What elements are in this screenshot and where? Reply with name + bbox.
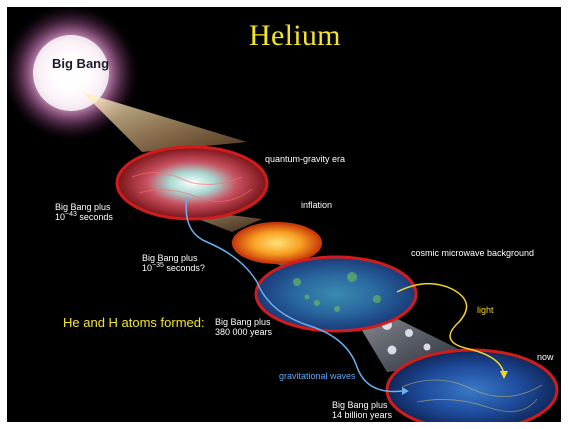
time-label-1-exponent: −43 [65, 211, 77, 218]
light-label: light [477, 305, 494, 315]
time-label-3-line2: 380 000 years [215, 327, 272, 337]
gravitational-waves-label: gravitational waves [279, 371, 356, 381]
time-label-2-exponent: −35 [152, 262, 164, 269]
time-label-3: Big Bang plus 380 000 years [215, 317, 272, 337]
time-label-4-line1: Big Bang plus [332, 400, 392, 410]
slide-title: Helium [249, 19, 341, 53]
cmb-disc [256, 257, 416, 331]
inflation-label: inflation [301, 200, 332, 210]
time-label-1: Big Bang plus 10−43 seconds [55, 202, 113, 222]
time-label-4-line2: 14 billion years [332, 410, 392, 420]
time-label-4: Big Bang plus 14 billion years [332, 400, 392, 420]
big-bang-label: Big Bang [52, 56, 109, 71]
time-label-2-base: 10 [142, 263, 152, 273]
now-label: now [537, 352, 554, 362]
time-label-1-line2: 10−43 seconds [55, 212, 113, 222]
time-label-1-base: 10 [55, 212, 65, 222]
time-label-2-line2: 10−35 seconds? [142, 263, 205, 273]
cmb-label: cosmic microwave background [411, 248, 534, 258]
time-label-1-line1: Big Bang plus [55, 202, 113, 212]
time-label-2: Big Bang plus 10−35 seconds? [142, 253, 205, 273]
time-label-3-line1: Big Bang plus [215, 317, 272, 327]
quantum-gravity-era-label: quantum-gravity era [265, 154, 345, 164]
time-label-2-unit: seconds? [164, 263, 205, 273]
now-disc [387, 350, 557, 422]
time-label-1-unit: seconds [77, 212, 113, 222]
slide: Helium Big Bang quantum-gravity era infl… [7, 7, 561, 422]
inflation-disc [233, 223, 321, 263]
he-h-atoms-formed-label: He and H atoms formed: [63, 315, 205, 330]
